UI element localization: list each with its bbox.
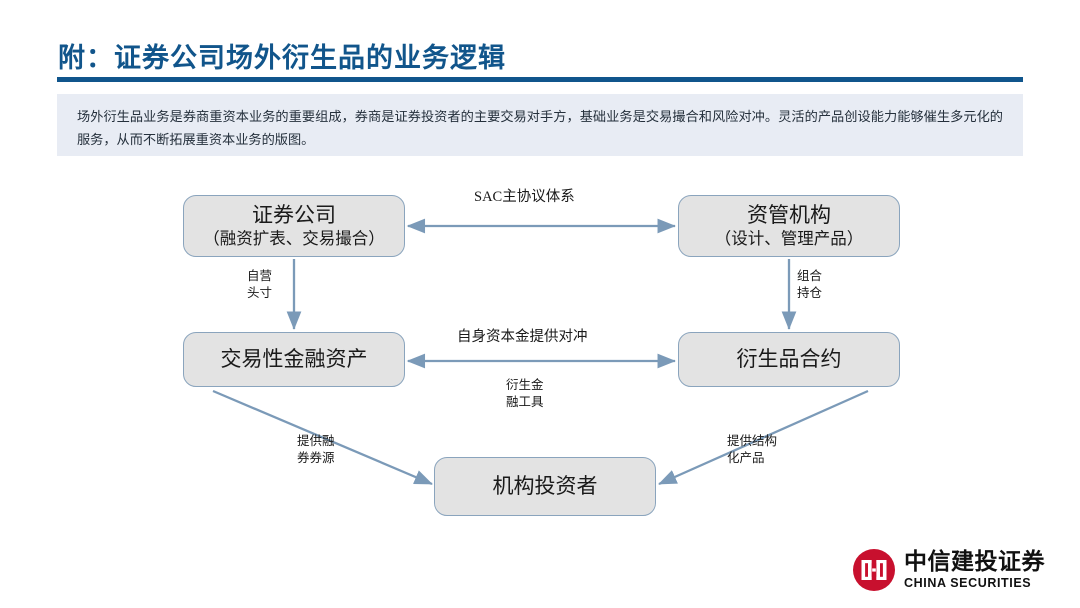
edge-label-portfolio: 组合持仓 bbox=[797, 269, 823, 300]
logo-wordmark: 中信建投证券 CHINA SECURITIES bbox=[904, 550, 1045, 590]
citic-emblem-icon bbox=[853, 549, 895, 591]
arrow-derivative-to-investor bbox=[658, 389, 869, 486]
logo-name-cn: 中信建投证券 bbox=[904, 548, 1045, 575]
page-title: 附：证券公司场外衍生品的业务逻辑 bbox=[58, 43, 506, 73]
edge-label-securities-lending: 提供融券券源 bbox=[297, 434, 335, 465]
title-divider bbox=[57, 77, 1023, 82]
node-derivative-contract[interactable]: 衍生品合约 bbox=[678, 332, 900, 387]
node-trading-assets-title: 交易性金融资产 bbox=[220, 347, 368, 372]
node-institutional-investor[interactable]: 机构投资者 bbox=[434, 457, 656, 516]
edge-label-hedge: 自身资本金提供对冲 bbox=[457, 329, 588, 345]
node-asset-manager-subtitle: （设计、管理产品） bbox=[714, 229, 864, 249]
diagram-connectors bbox=[212, 218, 869, 486]
summary-text: 场外衍生品业务是券商重资本业务的重要组成，券商是证券投资者的主要交易对手方，基础… bbox=[77, 109, 1003, 148]
node-derivative-contract-title: 衍生品合约 bbox=[736, 347, 842, 372]
node-securities-firm[interactable]: 证券公司 （融资扩表、交易撮合） bbox=[183, 195, 405, 257]
arrow-tradingassets-to-investor bbox=[212, 389, 433, 486]
edge-label-structured-products: 提供结构化产品 bbox=[727, 434, 778, 465]
summary-banner: 场外衍生品业务是券商重资本业务的重要组成，券商是证券投资者的主要交易对手方，基础… bbox=[57, 94, 1023, 156]
node-asset-manager[interactable]: 资管机构 （设计、管理产品） bbox=[678, 195, 900, 257]
node-securities-firm-subtitle: （融资扩表、交易撮合） bbox=[203, 229, 385, 249]
edge-label-proprietary: 自营头寸 bbox=[247, 269, 273, 300]
business-logic-diagram: 证券公司 （融资扩表、交易撮合） 资管机构 （设计、管理产品） 交易性金融资产 … bbox=[0, 165, 1080, 555]
node-trading-assets[interactable]: 交易性金融资产 bbox=[183, 332, 405, 387]
company-logo: 中信建投证券 CHINA SECURITIES bbox=[852, 546, 1045, 594]
edge-label-derivative-tools: 衍生金融工具 bbox=[506, 378, 544, 409]
node-institutional-investor-title: 机构投资者 bbox=[492, 474, 598, 499]
node-asset-manager-title: 资管机构 bbox=[747, 203, 831, 228]
logo-name-en: CHINA SECURITIES bbox=[904, 576, 1032, 591]
node-securities-firm-title: 证券公司 bbox=[252, 203, 336, 228]
edge-label-sac: SAC主协议体系 bbox=[474, 189, 575, 205]
